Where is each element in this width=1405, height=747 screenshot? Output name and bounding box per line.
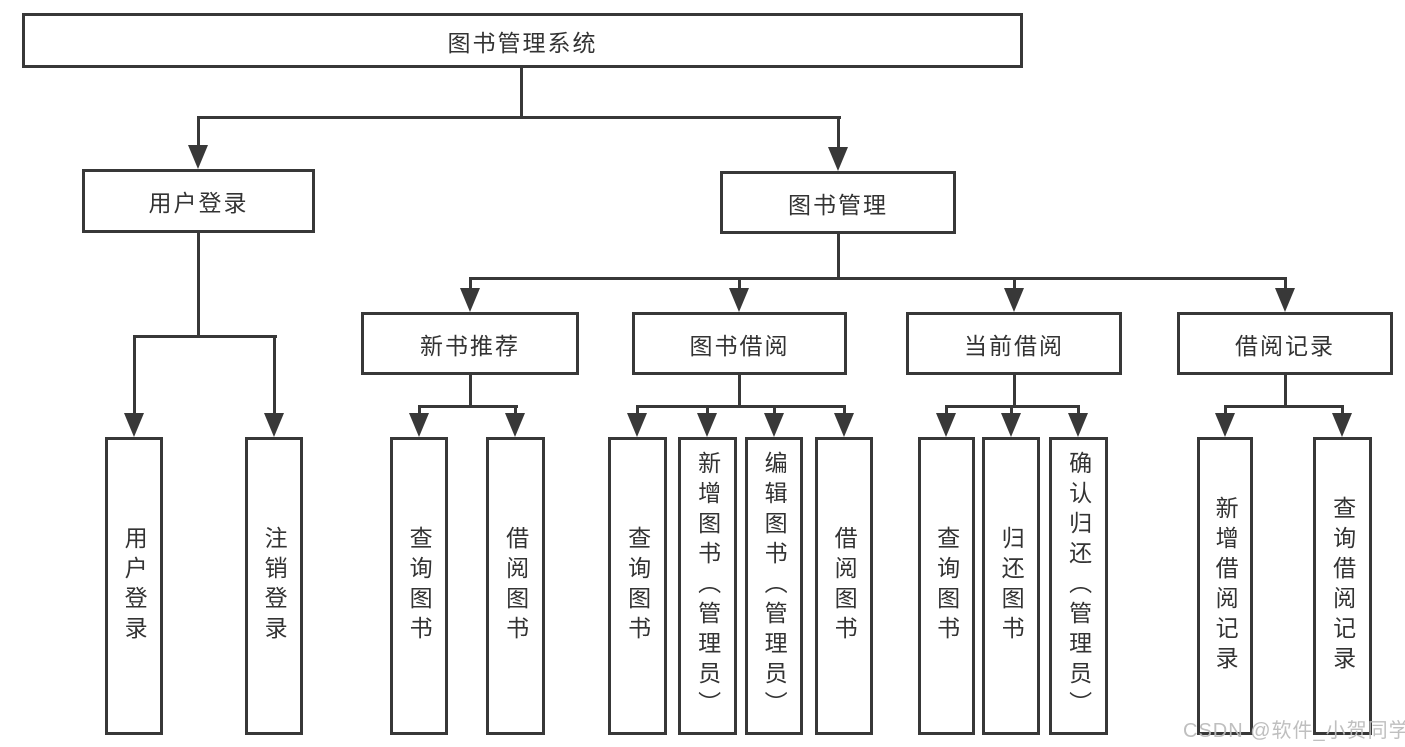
node-book-borrow-label: 图书借阅 [689,332,790,359]
leaf-logout-login-label: 注销登录 [261,526,288,646]
connector-line [520,68,523,118]
connector-line [469,375,472,407]
arrow-down-icon [828,147,848,171]
connector-line [514,405,517,417]
leaf-logout-login: 注销登录 [245,437,303,735]
node-book-management-label: 图书管理 [788,191,888,218]
node-current-borrow-label: 当前借阅 [964,332,1064,359]
leaf-user-login-label: 用户登录 [121,526,148,646]
connector-line [469,277,472,291]
connector-line [197,116,841,119]
leaf-current-confirm-return-admin-label: 确认归还（管理员） [1065,451,1092,721]
connector-line [273,335,276,417]
leaf-user-login: 用户登录 [105,437,163,735]
arrow-down-icon [1004,288,1024,312]
node-user-login: 用户登录 [82,169,315,233]
connector-line [197,233,200,337]
leaf-borrow-edit-books-admin: 编辑图书（管理员） [745,437,803,735]
node-borrow-records-label: 借阅记录 [1235,332,1335,359]
arrow-down-icon [264,413,284,437]
connector-line [1010,405,1013,417]
arrow-down-icon [1215,413,1235,437]
arrow-down-icon [764,413,784,437]
leaf-recommend-query-books: 查询图书 [390,437,448,735]
connector-line [837,116,840,150]
arrow-down-icon [1332,413,1352,437]
connector-line [837,234,840,279]
leaf-borrow-edit-books-admin-label: 编辑图书（管理员） [761,451,788,721]
node-root: 图书管理系统 [22,13,1023,68]
connector-line [1341,405,1344,417]
arrow-down-icon [834,413,854,437]
arrow-down-icon [697,413,717,437]
connector-line [738,277,741,291]
arrow-down-icon [124,413,144,437]
node-user-login-label: 用户登录 [148,190,249,216]
leaf-borrow-add-books-admin: 新增图书（管理员） [678,437,737,735]
node-current-borrow: 当前借阅 [906,312,1122,375]
connector-line [133,335,277,338]
leaf-borrow-borrow-books: 借阅图书 [815,437,873,735]
connector-line [636,405,846,408]
leaf-current-query-books-label: 查询图书 [933,526,960,646]
arrow-down-icon [505,413,525,437]
leaf-current-confirm-return-admin: 确认归还（管理员） [1049,437,1108,735]
leaf-recommend-borrow-books: 借阅图书 [486,437,545,735]
arrow-down-icon [936,413,956,437]
node-borrow-records: 借阅记录 [1177,312,1393,375]
leaf-borrow-query-books: 查询图书 [608,437,667,735]
arrow-down-icon [1068,413,1088,437]
node-book-borrow: 图书借阅 [632,312,847,375]
leaf-borrow-borrow-books-label: 借阅图书 [831,526,858,646]
connector-line [1077,405,1080,417]
arrow-down-icon [409,413,429,437]
node-new-book-recommend: 新书推荐 [361,312,579,375]
csdn-watermark: CSDN @软件_小贺同学 [1183,720,1405,742]
leaf-borrow-add-books-admin-label: 新增图书（管理员） [694,451,721,721]
arrow-down-icon [1275,288,1295,312]
connector-line [636,405,639,417]
connector-line [773,405,776,417]
connector-line [843,405,846,417]
arrow-down-icon [188,145,208,169]
leaf-current-return-books: 归还图书 [982,437,1040,735]
leaf-records-query-record-label: 查询借阅记录 [1329,496,1356,676]
connector-line [418,405,518,408]
arrow-down-icon [1001,413,1021,437]
arrow-down-icon [729,288,749,312]
connector-line [1013,277,1016,291]
connector-line [706,405,709,417]
connector-line [133,335,136,417]
leaf-current-query-books: 查询图书 [918,437,975,735]
connector-line [945,405,948,417]
leaf-recommend-borrow-books-label: 借阅图书 [502,526,529,646]
connector-line [1224,405,1227,417]
connector-line [1284,277,1287,291]
connector-line [418,405,421,417]
leaf-records-query-record: 查询借阅记录 [1313,437,1372,735]
leaf-current-return-books-label: 归还图书 [998,526,1025,646]
connector-line [1224,405,1344,408]
node-new-book-recommend-label: 新书推荐 [420,332,520,359]
arrow-down-icon [460,288,480,312]
connector-line [1284,375,1287,407]
connector-line [1013,375,1016,407]
connector-line [197,116,200,148]
connector-line [469,277,1287,280]
leaf-records-add-record-label: 新增借阅记录 [1212,496,1239,676]
connector-line [738,375,741,407]
node-book-management: 图书管理 [720,171,956,234]
arrow-down-icon [627,413,647,437]
leaf-recommend-query-books-label: 查询图书 [406,526,433,646]
leaf-records-add-record: 新增借阅记录 [1197,437,1253,735]
leaf-borrow-query-books-label: 查询图书 [624,526,651,646]
node-root-label: 图书管理系统 [447,29,598,56]
